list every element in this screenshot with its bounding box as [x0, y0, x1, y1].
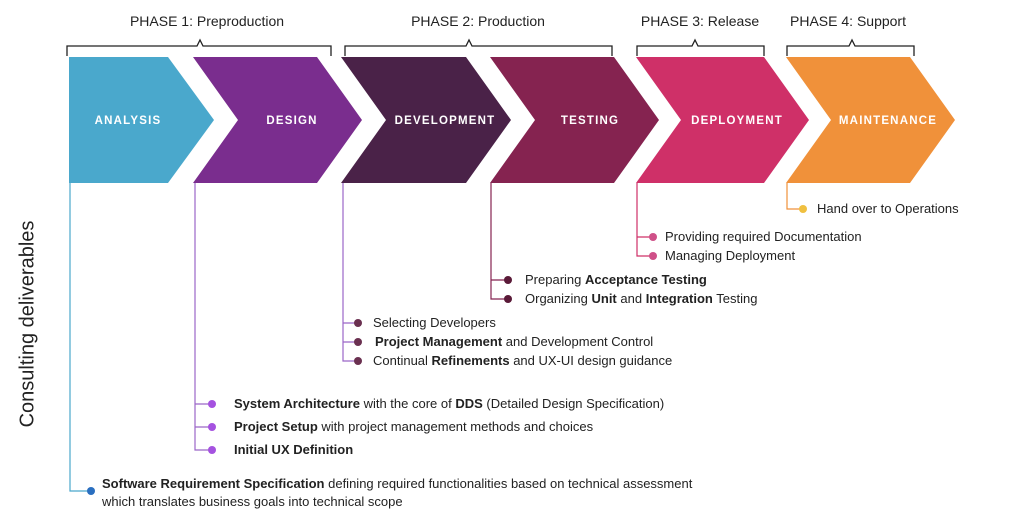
text-run: Initial UX Definition — [234, 442, 354, 457]
bullet-deployment-2 — [649, 252, 657, 260]
connector-testing — [490, 183, 505, 300]
chevron-deployment — [636, 57, 809, 183]
text-run: Integration — [645, 291, 713, 306]
text-run: DDS — [455, 396, 483, 411]
text-run: Hand over to Operations — [817, 201, 959, 216]
chevron-analysis — [69, 57, 214, 183]
text-run: and UX-UI design guidance — [509, 353, 673, 368]
phase-2-label: PHASE 2: Production — [411, 13, 545, 29]
deliverable-testing-1: Preparing Acceptance Testing — [525, 272, 707, 288]
stage-label-testing: TESTING — [561, 115, 619, 127]
text-run: Project Setup — [234, 419, 318, 434]
bullet-development-2 — [354, 338, 362, 346]
text-run: Selecting Developers — [373, 315, 496, 330]
bullet-maintenance-1 — [799, 205, 807, 213]
deliverable-analysis-2: which translates business goals into tec… — [102, 494, 403, 510]
text-run: with the core of — [359, 396, 456, 411]
phase-3-label: PHASE 3: Release — [640, 13, 760, 29]
phase-3-bracket — [636, 38, 765, 56]
text-run: Organizing — [525, 291, 592, 306]
stage-label-analysis: ANALYSIS — [95, 115, 162, 127]
deliverable-deployment-2: Managing Deployment — [665, 248, 795, 264]
text-run: and Development Control — [502, 334, 654, 349]
text-run: Acceptance Testing — [584, 272, 707, 287]
chevron-testing — [490, 57, 659, 183]
bullet-dots — [87, 205, 807, 495]
deliverable-development-3: Continual Refinements and UX-UI design g… — [373, 353, 672, 369]
deliverable-design-2: Project Setup with project management me… — [234, 419, 593, 435]
stage-label-design: DESIGN — [266, 115, 317, 127]
connector-development — [342, 183, 355, 362]
deliverable-design-3: Initial UX Definition — [234, 442, 353, 458]
text-run: Testing — [712, 291, 758, 306]
text-run: (Detailed Design Specification) — [482, 396, 665, 411]
text-run: Project Management — [375, 334, 503, 349]
stage-label-deployment: DEPLOYMENT — [691, 115, 783, 127]
connector-maintenance — [786, 183, 800, 210]
text-run: Preparing — [525, 272, 585, 287]
stage-label-maintenance: MAINTENANCE — [839, 115, 937, 127]
bullet-design-1 — [208, 400, 216, 408]
connector-design — [194, 183, 209, 451]
phase-1-bracket — [66, 38, 332, 56]
phase-2-bracket — [344, 38, 613, 56]
chevron-development — [341, 57, 511, 183]
bullet-design-2 — [208, 423, 216, 431]
phase-1-label: PHASE 1: Preproduction — [129, 13, 285, 29]
bullet-analysis-1 — [87, 487, 95, 495]
stage-label-development: DEVELOPMENT — [395, 115, 496, 127]
text-run: Software Requirement Specification — [102, 476, 325, 491]
bullet-testing-2 — [504, 295, 512, 303]
bullet-deployment-1 — [649, 233, 657, 241]
deliverable-testing-2: Organizing Unit and Integration Testing — [525, 291, 757, 307]
deliverable-deployment-1: Providing required Documentation — [665, 229, 862, 245]
deliverable-analysis-1: Software Requirement Specification defin… — [102, 476, 692, 492]
bullet-development-1 — [354, 319, 362, 327]
bullet-design-3 — [208, 446, 216, 454]
phase-4-label: PHASE 4: Support — [790, 13, 906, 29]
text-run: which translates business goals into tec… — [102, 494, 403, 509]
text-run: Continual — [373, 353, 432, 368]
deliverable-development-2: Project Management and Development Contr… — [375, 334, 653, 350]
bullet-development-3 — [354, 357, 362, 365]
text-run: Managing Deployment — [665, 248, 796, 263]
phase-brackets — [66, 38, 915, 56]
deliverable-design-1: System Architecture with the core of DDS… — [234, 396, 664, 412]
text-run: defining required functionalities based … — [324, 476, 693, 491]
deliverable-maintenance-1: Hand over to Operations — [817, 201, 959, 217]
text-run: Providing required Documentation — [665, 229, 862, 244]
chevron-maintenance — [786, 57, 955, 183]
text-run: Refinements — [431, 353, 510, 368]
text-run: Unit — [591, 291, 617, 306]
chevron-design — [193, 57, 362, 183]
text-run: with project management methods and choi… — [317, 419, 594, 434]
connector-deployment — [636, 183, 650, 257]
connector-analysis — [69, 183, 88, 492]
text-run: System Architecture — [234, 396, 360, 411]
bullet-testing-1 — [504, 276, 512, 284]
deliverable-development-1: Selecting Developers — [373, 315, 496, 331]
text-run: and — [616, 291, 646, 306]
phase-4-bracket — [786, 38, 915, 56]
